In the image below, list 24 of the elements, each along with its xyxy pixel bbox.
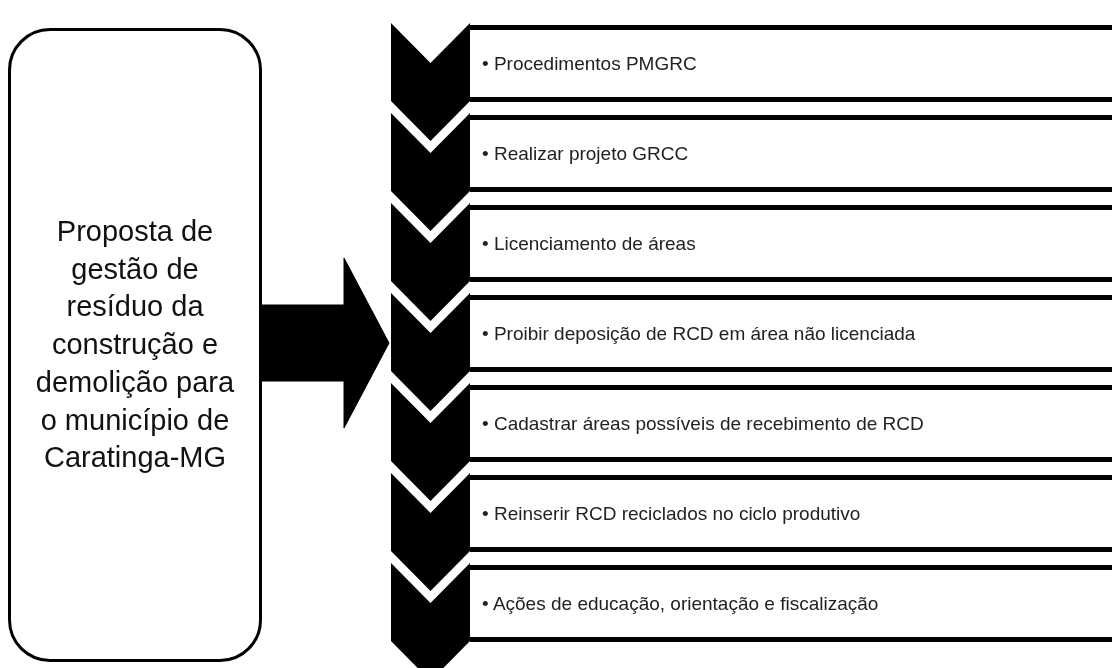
node-text: • Proibir deposição de RCD em área não licenciada — [482, 322, 916, 345]
node-text: • Cadastrar áreas possíveis de recebimento de RCD — [482, 412, 924, 435]
node-text: Proposta de gestão de resíduo da construção e demolição para o município de Caratinga-MG — [34, 214, 236, 476]
list-item-box — [470, 115, 1112, 192]
chevron-shape — [391, 473, 470, 591]
chevron-shape — [391, 23, 470, 141]
node-text: • Ações de educação, orientação e fiscalização — [482, 592, 879, 615]
chevron-shape — [391, 203, 470, 321]
rounded-box — [8, 28, 262, 662]
node-text: • Reinserir RCD reciclados no ciclo produtivo — [482, 502, 861, 525]
list-item-box — [470, 385, 1112, 462]
chevron-shape — [391, 383, 470, 501]
chevron-shape — [391, 563, 470, 668]
list-item-box — [470, 565, 1112, 642]
block-arrow — [261, 257, 390, 429]
list-item-box — [470, 475, 1112, 552]
node-text: • Realizar projeto GRCC — [482, 142, 689, 165]
list-item-box — [470, 205, 1112, 282]
node-text: • Licenciamento de áreas — [482, 232, 696, 255]
chevron-shape — [391, 293, 470, 411]
list-item-box — [470, 295, 1112, 372]
list-item-box — [470, 25, 1112, 102]
chevron-shape — [391, 113, 470, 231]
node-text: • Procedimentos PMGRC — [482, 52, 697, 75]
